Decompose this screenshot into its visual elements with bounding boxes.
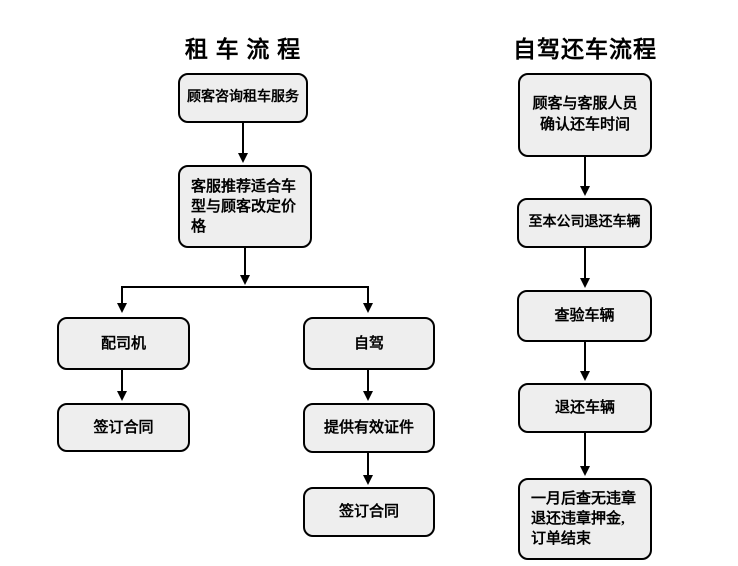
node-sign-contract-driver: 签订合同 [57, 403, 190, 452]
return-flow-title: 自驾还车流程 [513, 37, 657, 62]
node-final-settlement: 一月后查无违章 退还违章押金, 订单结束 [518, 478, 652, 560]
node-return-vehicle: 退还车辆 [518, 383, 652, 433]
node-recommend-model-price: 客服推荐适合车 型与顾客改定价 格 [178, 165, 312, 248]
node-sign-contract-self: 签订合同 [303, 487, 435, 537]
rental-flow-title: 租 车 流 程 [184, 37, 302, 62]
node-self-drive: 自驾 [303, 317, 435, 370]
node-confirm-return-time: 顾客与客服人员 确认还车时间 [518, 73, 652, 157]
node-inspect-vehicle: 查验车辆 [517, 290, 652, 342]
node-valid-documents: 提供有效证件 [303, 403, 435, 453]
node-with-driver: 配司机 [57, 317, 190, 370]
node-customer-inquiry: 顾客咨询租车服务 [178, 73, 308, 123]
node-return-to-company: 至本公司退还车辆 [517, 198, 652, 248]
